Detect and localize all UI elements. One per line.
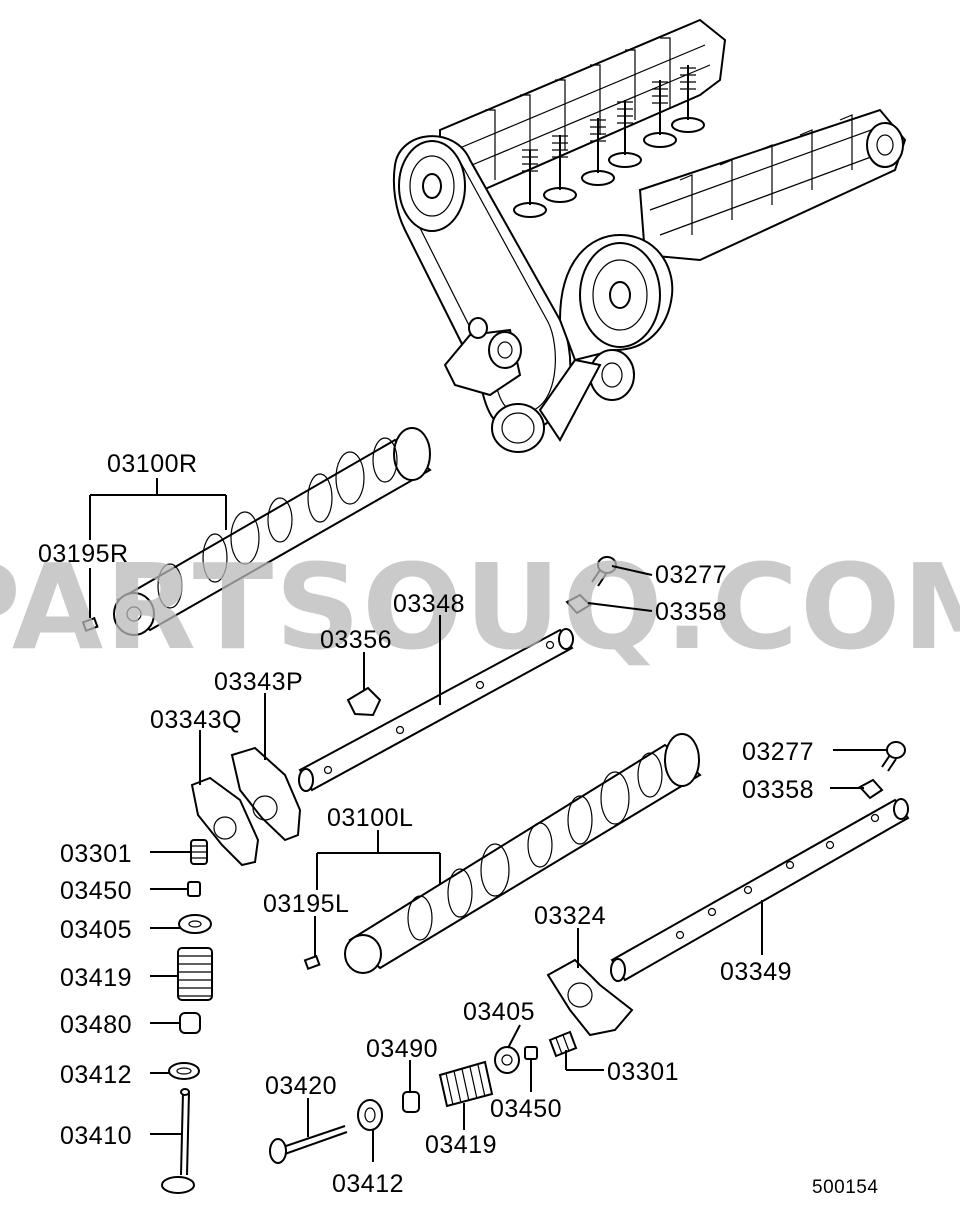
diagram-code: 500154 xyxy=(812,1177,878,1198)
label-03277-lower[interactable]: 03277 xyxy=(742,738,814,766)
front-cylinder-head xyxy=(638,108,907,262)
rear-cam-sprocket xyxy=(398,140,466,232)
dowel-pin-left xyxy=(303,954,321,971)
label-03490[interactable]: 03490 xyxy=(366,1035,438,1063)
label-03419-bottom[interactable]: 03419 xyxy=(425,1131,497,1159)
valve-cotter-bottom xyxy=(524,1046,538,1060)
rocker-shaft-clip xyxy=(346,686,382,717)
lash-adjuster-bottom xyxy=(548,1030,578,1058)
engine-assembly-illustration xyxy=(392,18,907,453)
idler-pulley xyxy=(589,349,635,401)
spring-seat-left xyxy=(168,1062,200,1080)
label-03420[interactable]: 03420 xyxy=(265,1072,337,1100)
label-03343Q[interactable]: 03343Q xyxy=(150,706,242,734)
part-labels: 03100R 03195R 03277 03358 03348 03356 03… xyxy=(38,450,878,1198)
label-03301-left[interactable]: 03301 xyxy=(60,840,132,868)
lash-adjuster-left xyxy=(190,839,208,865)
label-03100L[interactable]: 03100L xyxy=(327,804,413,832)
label-03419-left[interactable]: 03419 xyxy=(60,964,132,992)
rear-head-springs xyxy=(522,67,696,172)
label-03349[interactable]: 03349 xyxy=(720,958,792,986)
valve-cotter-left xyxy=(187,881,201,897)
label-03358-lower[interactable]: 03358 xyxy=(742,776,814,804)
label-03195R[interactable]: 03195R xyxy=(38,540,129,568)
leader-lines xyxy=(89,478,887,1162)
rocker-arm-03343Q xyxy=(190,776,260,867)
front-cam-sprocket xyxy=(579,242,661,348)
label-03301-bottom[interactable]: 03301 xyxy=(607,1058,679,1086)
label-03356[interactable]: 03356 xyxy=(320,626,392,654)
belt-tensioner xyxy=(443,317,522,397)
rear-head-valves xyxy=(513,65,705,218)
exhaust-valve xyxy=(269,1125,348,1164)
label-03343P[interactable]: 03343P xyxy=(214,668,303,696)
label-03100R[interactable]: 03100R xyxy=(107,450,198,478)
spring-seat-bottom xyxy=(357,1099,383,1131)
label-03348[interactable]: 03348 xyxy=(393,590,465,618)
label-03450-bottom[interactable]: 03450 xyxy=(490,1095,562,1123)
bolt-upper xyxy=(591,556,617,587)
label-03405-bottom[interactable]: 03405 xyxy=(463,998,535,1026)
rear-cylinder-head xyxy=(439,18,727,218)
spring-retainer-bottom xyxy=(494,1046,520,1074)
label-03412-left[interactable]: 03412 xyxy=(60,1061,132,1089)
dowel-pin-right xyxy=(81,616,99,633)
label-03410[interactable]: 03410 xyxy=(60,1122,132,1150)
label-03277-upper[interactable]: 03277 xyxy=(655,561,727,589)
crankshaft-sprocket xyxy=(491,358,602,453)
rocker-shaft-lower xyxy=(610,798,910,982)
rocker-shaft-upper xyxy=(298,628,574,792)
valve-spring-left xyxy=(177,947,213,1001)
camshaft-right xyxy=(113,427,432,636)
label-03195L[interactable]: 03195L xyxy=(263,890,349,918)
label-03412-bottom[interactable]: 03412 xyxy=(332,1170,404,1198)
watermark-text: PARTSOUQ.COM xyxy=(0,538,960,676)
rocker-arm-03324 xyxy=(546,958,634,1037)
spring-retainer-left xyxy=(178,914,212,934)
bolt-lower xyxy=(881,741,906,772)
camshaft-left xyxy=(344,733,702,974)
intake-valve xyxy=(161,1088,195,1194)
label-03324[interactable]: 03324 xyxy=(534,902,606,930)
label-03358-upper[interactable]: 03358 xyxy=(655,598,727,626)
label-03405-left[interactable]: 03405 xyxy=(60,916,132,944)
label-03480[interactable]: 03480 xyxy=(60,1011,132,1039)
valve-stem-seal-left xyxy=(179,1012,201,1034)
plate-lower xyxy=(858,778,884,800)
valve-stem-seal-bottom xyxy=(402,1091,420,1113)
plate-upper xyxy=(565,593,592,615)
valve-spring-bottom xyxy=(438,1060,494,1108)
label-03450-left[interactable]: 03450 xyxy=(60,877,132,905)
